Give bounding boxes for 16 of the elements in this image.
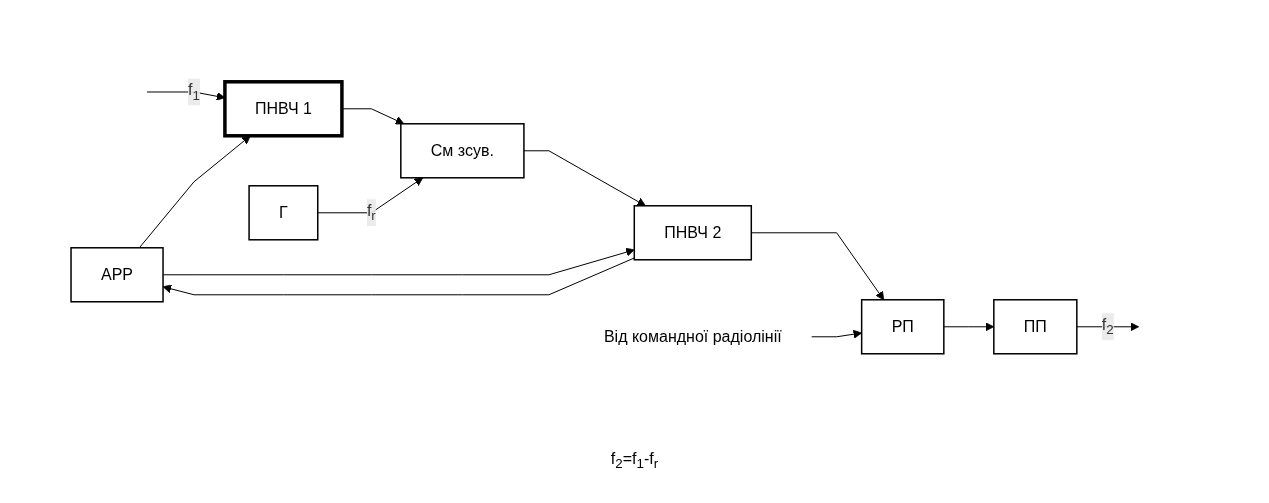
node-box: Г (247, 184, 319, 241)
node-box: ПНВЧ 2 (633, 204, 752, 261)
edge-label: f$_{r}$ (366, 201, 376, 223)
node-text: Від командної радіолінії (603, 327, 782, 345)
node-box: ПП (992, 298, 1078, 355)
edge-label: f$_{1}$ (187, 81, 200, 103)
arrow (523, 149, 646, 206)
formula-label: f$_{2}$=f$_{1}$-f$_{r}$ (610, 450, 659, 467)
node-box: ПНВЧ 1 (222, 79, 344, 138)
arrow (750, 231, 884, 300)
node-box: АРР (69, 246, 164, 303)
node-box: См зсув. (399, 122, 525, 179)
arrow (138, 135, 251, 248)
edge-label: f$_{2}$ (1101, 315, 1114, 337)
node-box: РП (860, 298, 945, 355)
arrow (810, 329, 862, 339)
